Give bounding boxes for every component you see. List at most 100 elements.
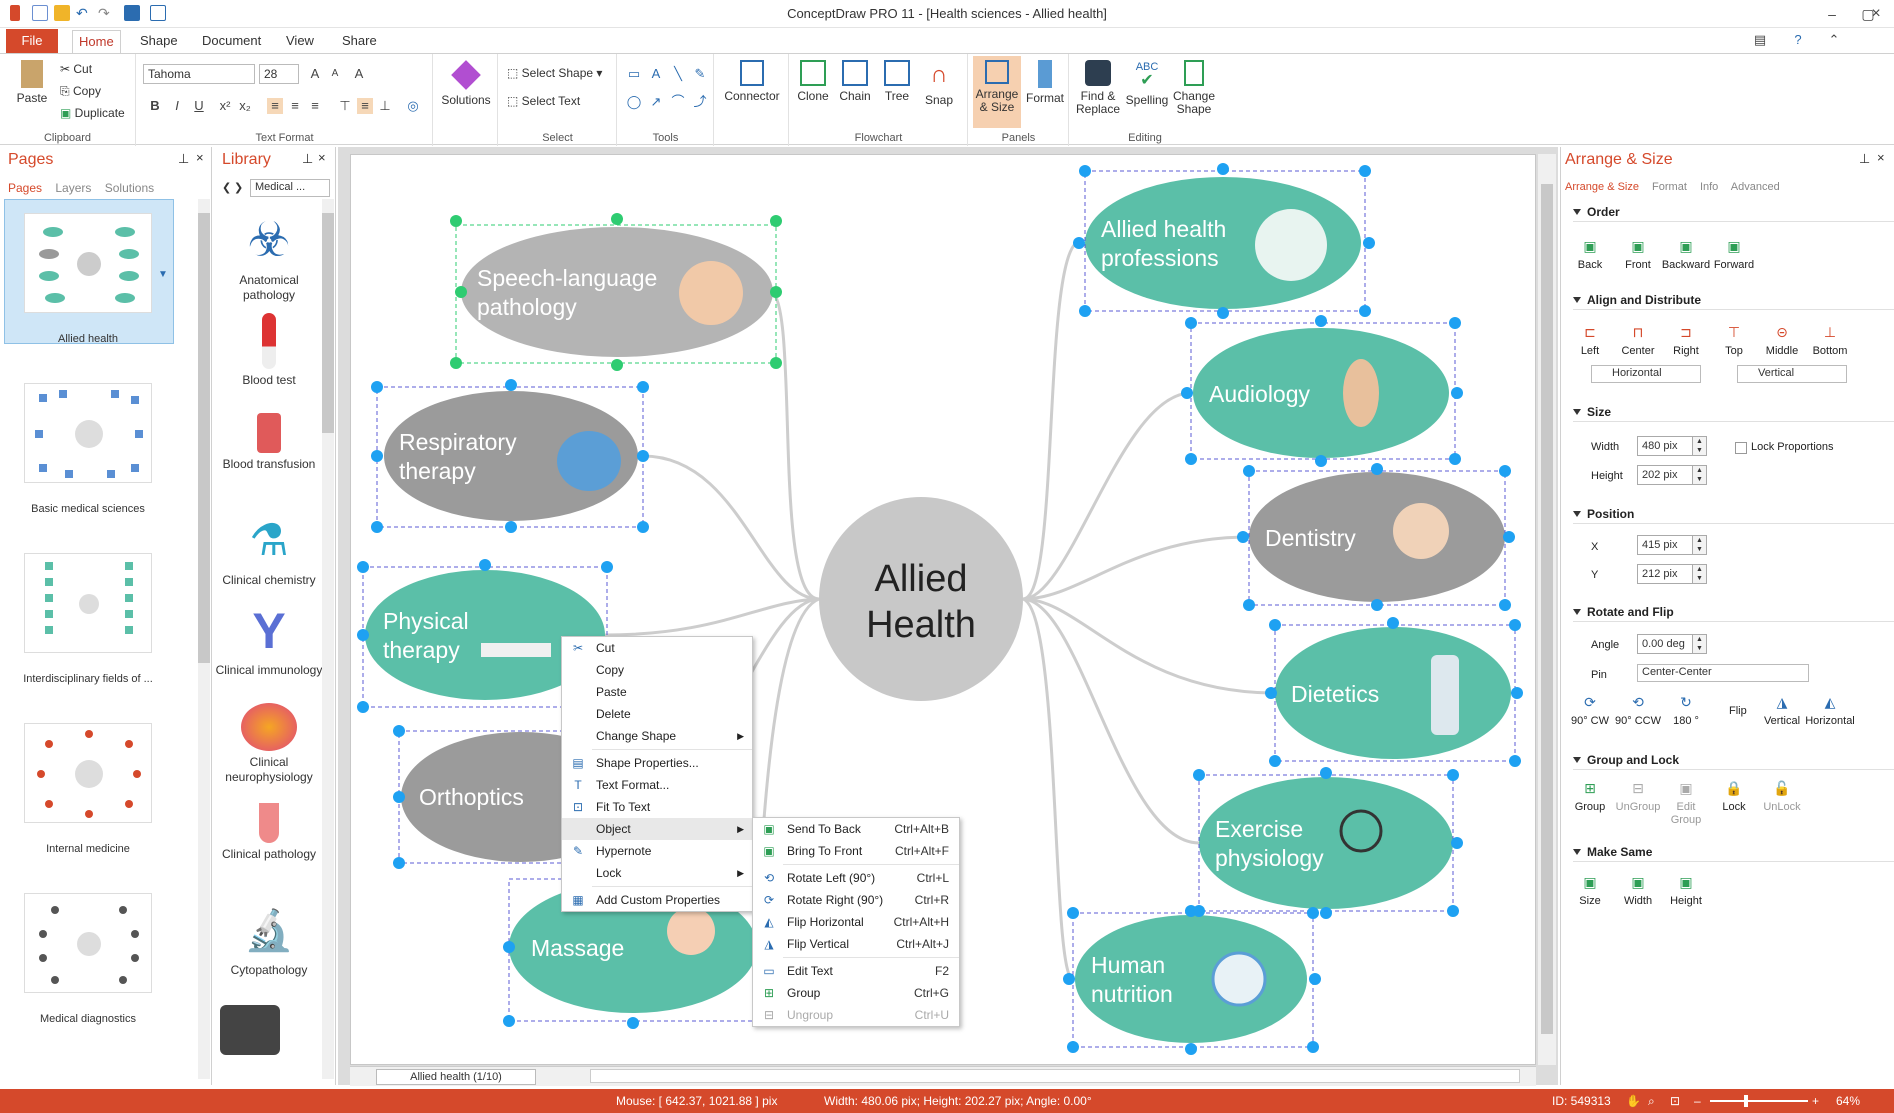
section-size[interactable]: Size (1573, 405, 1611, 419)
page-thumb-2[interactable] (24, 383, 152, 483)
canvas-horizontal-scrollbar[interactable]: Allied health (1/10) (350, 1066, 1536, 1086)
help-icon[interactable]: ? (1794, 32, 1802, 47)
menu-shape-properties[interactable]: ▤Shape Properties... (562, 752, 752, 774)
library-forward-icon[interactable]: ❯ (234, 182, 244, 194)
new-document-icon[interactable] (32, 5, 48, 21)
library-item-clinical-pathology[interactable]: Clinical pathology (214, 803, 324, 862)
valign-top-icon[interactable]: ⊤ (339, 98, 351, 113)
pages-close-icon[interactable]: × (196, 150, 204, 165)
undo-icon[interactable]: ↶ (76, 5, 88, 21)
align-center-button[interactable]: ⊓Center (1621, 324, 1655, 357)
menu-object[interactable]: Object▶ (562, 818, 752, 840)
arrow-tool-icon[interactable]: ↗ (650, 94, 662, 109)
tab-share[interactable]: Share (342, 33, 377, 48)
zoom-slider[interactable] (1710, 1095, 1808, 1107)
selection-handles[interactable] (450, 213, 782, 371)
font-size-select[interactable]: 28 (259, 64, 299, 84)
tab-shape[interactable]: Shape (140, 33, 178, 48)
node-dietetics[interactable]: Dietetics (1274, 624, 1516, 762)
library-back-icon[interactable]: ❮ (222, 182, 232, 194)
open-folder-icon[interactable] (54, 5, 70, 21)
flip-horizontal-button[interactable]: ◭Horizontal (1805, 694, 1855, 727)
same-width-button[interactable]: ▣Width (1623, 874, 1653, 907)
order-back-button[interactable]: ▣Back (1577, 238, 1603, 271)
library-item-clinical-chemistry[interactable]: ⚗Clinical chemistry (214, 513, 324, 588)
arc-tool-icon[interactable]: ⌒ (671, 94, 685, 109)
library-item-cytopathology[interactable]: 🔬Cytopathology (214, 903, 324, 978)
pin-icon[interactable]: ⊥ (178, 151, 190, 166)
arrange-pin-icon[interactable]: ⊥ (1859, 151, 1871, 166)
height-input[interactable]: 202 pix (1637, 465, 1693, 485)
page-thumb-1[interactable] (24, 213, 152, 313)
select-shape-button[interactable]: ⬚ Select Shape ▾ (507, 66, 603, 80)
align-right-icon[interactable]: ≡ (311, 98, 319, 113)
library-item-clinical-neurophysiology[interactable]: Clinical neurophysiology (214, 703, 324, 785)
library-dropdown[interactable]: Medical ... (250, 179, 330, 197)
line-tool-icon[interactable]: ╲ (674, 66, 682, 81)
zoom-level[interactable]: 64% (1836, 1094, 1861, 1108)
library-item-blood-test[interactable]: Blood test (214, 313, 324, 388)
align-top-button[interactable]: ⊤Top (1725, 324, 1743, 357)
select-text-button[interactable]: ⬚ Select Text (507, 94, 581, 108)
menu-rotate-right[interactable]: ⟳Rotate Right (90°)Ctrl+R (753, 889, 959, 911)
chain-button[interactable]: Chain (834, 60, 876, 103)
align-left-icon[interactable]: ≡ (267, 98, 283, 114)
print-preview-icon[interactable] (150, 5, 166, 21)
menu-copy[interactable]: Copy (596, 663, 625, 677)
text-options-icon[interactable]: ◎ (407, 98, 419, 113)
page-selector[interactable]: Allied health (1/10) (376, 1069, 536, 1085)
ellipse-tool-icon[interactable]: ◯ (626, 94, 642, 109)
hscroll-track[interactable] (590, 1069, 1520, 1083)
order-forward-button[interactable]: ▣Forward (1713, 238, 1755, 271)
center-node[interactable] (819, 497, 1023, 701)
menu-fit-to-text[interactable]: ⊡Fit To Text (562, 796, 752, 818)
shrink-font-icon[interactable]: A (331, 68, 339, 79)
node-respiratory-therapy[interactable]: Respiratory therapy (376, 386, 644, 528)
node-massage[interactable]: Massage (508, 878, 760, 1022)
rotate-90ccw-button[interactable]: ⟲90° CCW (1615, 694, 1661, 727)
arrange-close-icon[interactable]: × (1877, 150, 1885, 165)
menu-hypernote[interactable]: ✎Hypernote (562, 840, 752, 862)
same-height-button[interactable]: ▣Height (1670, 874, 1702, 907)
order-front-button[interactable]: ▣Front (1625, 238, 1651, 271)
subtab-pages[interactable]: Pages (8, 181, 43, 195)
width-spinner[interactable]: ▲▼ (1693, 436, 1707, 456)
drawing-canvas[interactable]: Allied Health Speech-language pathology … (350, 154, 1536, 1065)
x-input[interactable]: 415 pix (1637, 535, 1693, 555)
underline-icon[interactable]: U (194, 98, 204, 113)
library-item-anatomical-pathology[interactable]: ☣Anatomical pathology (239, 214, 299, 302)
align-center-icon[interactable]: ≡ (291, 98, 299, 113)
canvas-vertical-scrollbar[interactable] (1538, 154, 1556, 1065)
node-allied-health-professions[interactable]: Allied health professions (1084, 170, 1366, 312)
font-color-icon[interactable]: A (354, 66, 364, 81)
layout-icon[interactable]: ▤ (1753, 32, 1767, 47)
page-thumb-4[interactable] (24, 723, 152, 823)
angle-input[interactable]: 0.00 deg (1637, 634, 1693, 654)
file-tab[interactable]: File (6, 29, 58, 53)
tab-view[interactable]: View (286, 33, 314, 48)
section-align[interactable]: Align and Distribute (1573, 293, 1701, 307)
rotate-180-button[interactable]: ↻180 ° (1673, 694, 1699, 727)
subtab-format[interactable]: Format (1652, 181, 1687, 193)
align-right-button[interactable]: ⊐Right (1673, 324, 1699, 357)
node-dentistry[interactable]: Dentistry (1248, 470, 1506, 606)
paste-button[interactable]: Paste (12, 60, 52, 105)
zoom-fit-icon[interactable]: ⊡ (1670, 1094, 1681, 1108)
clone-button[interactable]: Clone (792, 60, 834, 103)
section-position[interactable]: Position (1573, 507, 1634, 521)
library-item-blood-transfusion[interactable]: Blood transfusion (214, 413, 324, 472)
font-family-select[interactable]: Tahoma (143, 64, 255, 84)
close-window-button[interactable]: × (1871, 5, 1881, 22)
ribbon-collapse-icon[interactable]: ⌃ (1828, 32, 1840, 47)
valign-bottom-icon[interactable]: ⊥ (379, 98, 391, 113)
group-button[interactable]: ⊞Group (1574, 780, 1606, 813)
library-pin-icon[interactable]: ⊥ (302, 151, 314, 166)
superscript-icon[interactable]: x² (219, 98, 231, 113)
align-bottom-button[interactable]: ⊥Bottom (1812, 324, 1848, 357)
y-input[interactable]: 212 pix (1637, 564, 1693, 584)
order-backward-button[interactable]: ▣Backward (1661, 238, 1711, 271)
menu-cut[interactable]: ✂Cut (562, 637, 752, 659)
